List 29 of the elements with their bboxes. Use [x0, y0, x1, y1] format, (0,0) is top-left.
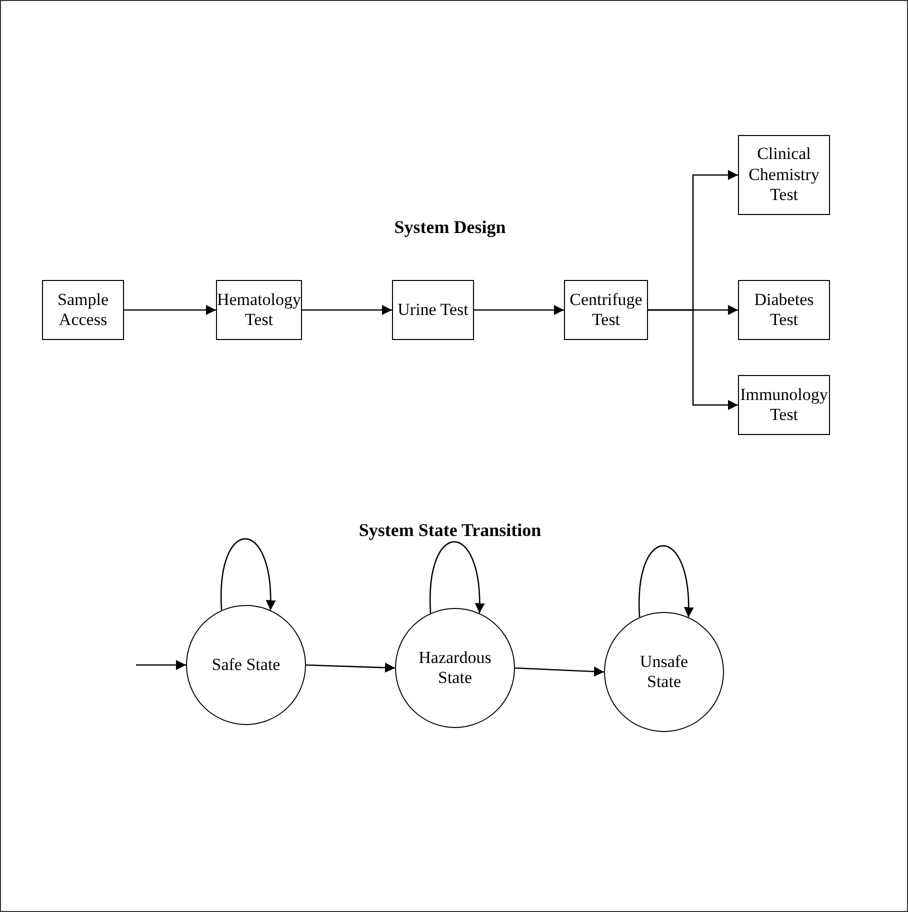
node-label: Sample Access: [56, 290, 110, 330]
arrow: [430, 541, 484, 614]
arrow: [474, 305, 564, 315]
arrow: [638, 545, 694, 618]
arrow: [220, 538, 276, 610]
arrow: [306, 662, 396, 673]
node-label: Urine Test: [398, 300, 468, 320]
process-box: [564, 280, 648, 340]
node-label: Diabetes Test: [753, 290, 815, 330]
node-label: Safe State: [212, 654, 280, 676]
arrow: [514, 666, 604, 677]
arrow: [124, 305, 216, 315]
section-title: System Design: [394, 217, 506, 238]
arrow: [302, 305, 392, 315]
process-box: [738, 375, 830, 435]
arrow: [136, 660, 186, 670]
node-label: Hazardous State: [418, 648, 492, 688]
node-label: Clinical Chemistry Test: [748, 144, 820, 206]
node-label: Immunology Test: [739, 384, 829, 426]
process-box: [738, 280, 830, 340]
section-title: System State Transition: [358, 520, 542, 541]
process-box: [42, 280, 124, 340]
node-label: Centrifuge Test: [568, 290, 644, 330]
node-label: Hematology Test: [216, 290, 302, 330]
process-box: [738, 135, 830, 215]
process-box: [216, 280, 302, 340]
arrow: [648, 309, 738, 410]
node-label: Unsafe State: [638, 652, 690, 692]
process-box: [392, 280, 474, 340]
